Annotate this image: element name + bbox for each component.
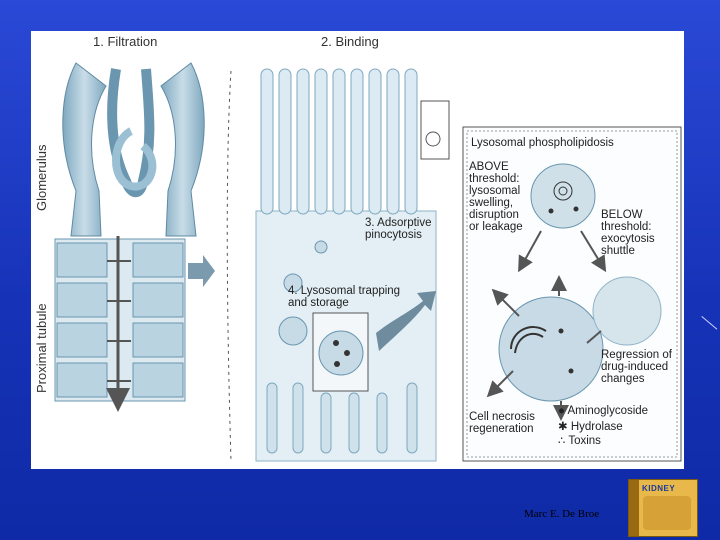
- lysosomal-trapping-label: 4. Lysosomal trapping and storage: [288, 285, 401, 309]
- book-spine: [629, 480, 639, 536]
- diagram-artwork: [54, 62, 682, 462]
- filtration-header: 1. Filtration: [93, 34, 158, 49]
- author-credit: Marc E. De Broe: [524, 508, 600, 520]
- legend-label: Hydrolase: [570, 421, 623, 433]
- legend-item: ∴ Toxins: [558, 433, 601, 447]
- book-cover-image: KIDNEY: [628, 479, 698, 537]
- proximal-tubule-label: Proximal tubule: [34, 303, 49, 393]
- book-cover-art: [643, 496, 691, 530]
- legend-item: ✱ Hydrolase: [558, 419, 623, 433]
- book-title: KIDNEY: [642, 484, 676, 493]
- glomerulus-shape: [62, 62, 205, 237]
- legend-label: Toxins: [568, 435, 601, 447]
- adsorptive-pinocytosis-label: 3. Adsorptive pinocytosis: [365, 217, 432, 241]
- legend-symbol: ●: [558, 405, 565, 417]
- diagram-panel: 1. Filtration 2. Binding Glomerulus Prox…: [31, 31, 684, 469]
- binding-header: 2. Binding: [321, 34, 379, 49]
- glomerulus-label: Glomerulus: [34, 144, 49, 211]
- regression-label: Regression of drug-induced changes: [601, 349, 672, 385]
- legend-symbol: ∴: [558, 435, 566, 447]
- legend-symbol: ✱: [558, 421, 568, 433]
- above-threshold-label: ABOVE threshold: lysosomal swelling, dis…: [469, 161, 523, 233]
- right-arrow: [188, 255, 215, 287]
- legend-item: ● Aminoglycoside: [558, 405, 648, 417]
- proximal-tubule-shape: [54, 236, 186, 412]
- legend-label: Aminoglycoside: [567, 405, 649, 417]
- binding-cell-shape: [226, 68, 450, 462]
- below-threshold-label: BELOW threshold: exocytosis shuttle: [601, 209, 655, 257]
- cell-necrosis-label: Cell necrosis regeneration: [469, 411, 535, 435]
- inset-title: Lysosomal phospholipidosis: [471, 137, 614, 149]
- phospholipidosis-inset: [462, 126, 682, 462]
